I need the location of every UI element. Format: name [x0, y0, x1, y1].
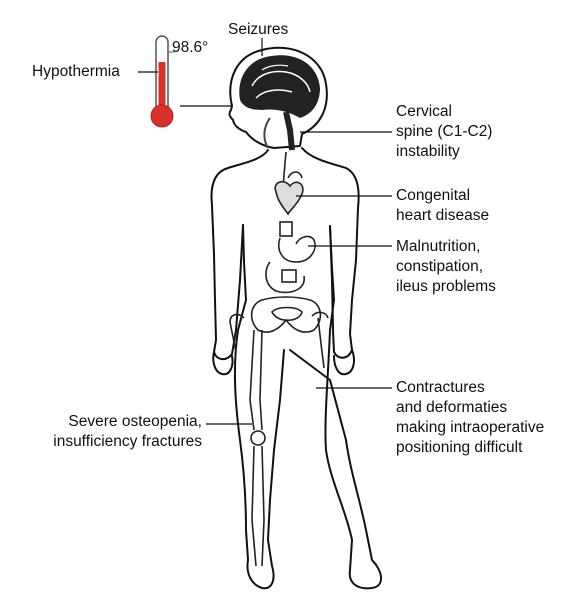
- pelvis-icon: [250, 296, 322, 333]
- heart-icon: [274, 180, 304, 216]
- label-contractures-line-4: positioning difficult: [396, 439, 523, 456]
- aorta: [287, 171, 303, 179]
- label-contractures: Contractures and deformaties making intr…: [396, 378, 544, 458]
- right-leg: [289, 329, 382, 590]
- leader-lines: [138, 38, 392, 425]
- label-osteopenia: Severe osteopenia, insufficiency fractur…: [26, 412, 202, 452]
- body-outline: [210, 149, 269, 360]
- label-temperature: 98.6°: [172, 38, 208, 58]
- label-seizures-text: Seizures: [228, 21, 289, 38]
- left-leg: [233, 329, 285, 590]
- label-contractures-line-1: Contractures: [396, 379, 485, 396]
- label-contractures-line-2: and deformaties: [396, 399, 508, 416]
- hip-ring: [271, 306, 303, 322]
- left-arm-bone: [229, 313, 245, 353]
- human-figure-icon: [210, 46, 382, 590]
- label-heart: Congenital heart disease: [396, 186, 489, 226]
- femur-icon: [249, 329, 255, 431]
- label-heart-line-2: heart disease: [396, 207, 490, 224]
- knee-icon: [250, 430, 266, 446]
- torso-left: [237, 224, 247, 331]
- label-malnutrition-line-3: ileus problems: [396, 278, 496, 295]
- label-temperature-text: 98.6°: [172, 39, 209, 56]
- label-malnutrition: Malnutrition, constipation, ileus proble…: [396, 237, 496, 297]
- label-cervical: Cervical spine (C1-C2) instability: [396, 102, 492, 162]
- label-malnutrition-line-2: constipation,: [396, 258, 484, 275]
- body-outline-right: [301, 147, 360, 359]
- label-hypothermia-text: Hypothermia: [32, 63, 120, 80]
- thermometer-icon: [150, 35, 174, 128]
- label-osteopenia-line-1: Severe osteopenia,: [68, 413, 202, 430]
- stomach-icon: [278, 235, 316, 263]
- torso-right: [329, 225, 335, 331]
- brain-icon: [239, 55, 320, 151]
- intestine-icon: [265, 261, 305, 294]
- label-cervical-line-1: Cervical: [396, 103, 452, 120]
- label-cervical-line-2: spine (C1-C2): [396, 123, 493, 140]
- arm-bone-icon: [317, 317, 325, 369]
- label-osteopenia-line-2: insufficiency fractures: [53, 433, 202, 450]
- label-hypothermia: Hypothermia: [32, 62, 120, 82]
- label-contractures-line-3: making intraoperative: [396, 419, 545, 436]
- left-hand: [212, 351, 234, 376]
- organs-sketch: [229, 151, 329, 567]
- vertebra-1: [279, 221, 293, 237]
- label-seizures: Seizures: [228, 20, 288, 40]
- right-hand: [333, 349, 355, 376]
- label-malnutrition-line-1: Malnutrition,: [396, 238, 481, 255]
- vertebra-2: [281, 269, 297, 283]
- label-cervical-line-3: instability: [396, 143, 460, 160]
- label-heart-line-1: Congenital: [396, 187, 471, 204]
